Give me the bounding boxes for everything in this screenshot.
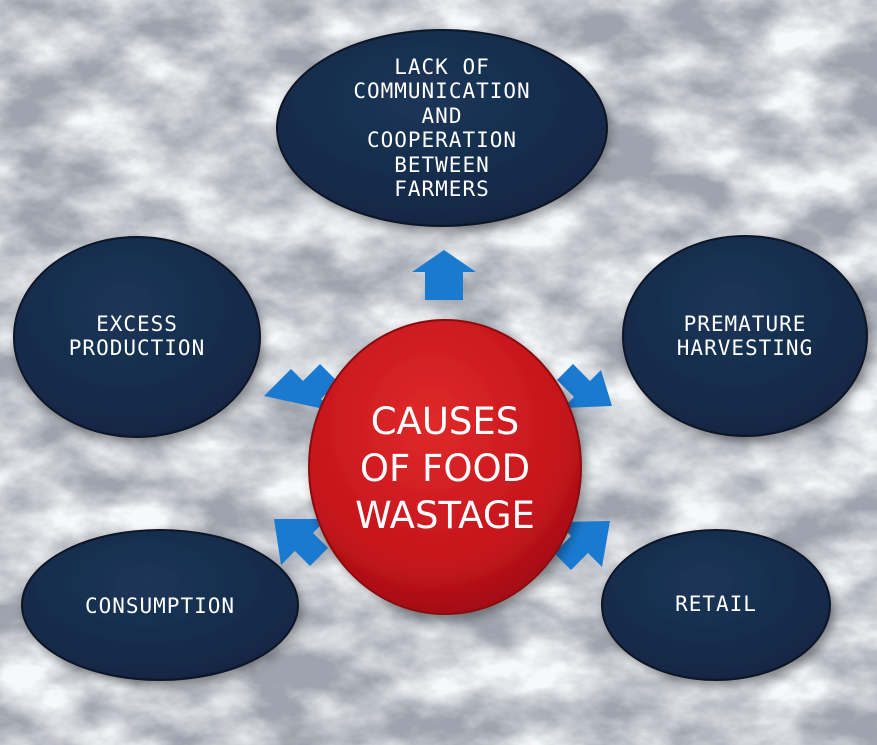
node-premature-harvesting bbox=[622, 235, 868, 437]
arrow-to-premature-harvesting bbox=[557, 364, 612, 408]
node-communication bbox=[276, 29, 608, 227]
arrow-to-communication bbox=[412, 250, 476, 300]
arrow-to-consumption bbox=[274, 519, 328, 566]
arrow-to-excess-production bbox=[264, 364, 338, 411]
node-retail bbox=[601, 529, 831, 681]
node-excess-production bbox=[13, 236, 261, 438]
arrow-to-retail bbox=[554, 521, 610, 570]
node-consumption bbox=[21, 529, 299, 681]
center-node bbox=[308, 319, 582, 615]
